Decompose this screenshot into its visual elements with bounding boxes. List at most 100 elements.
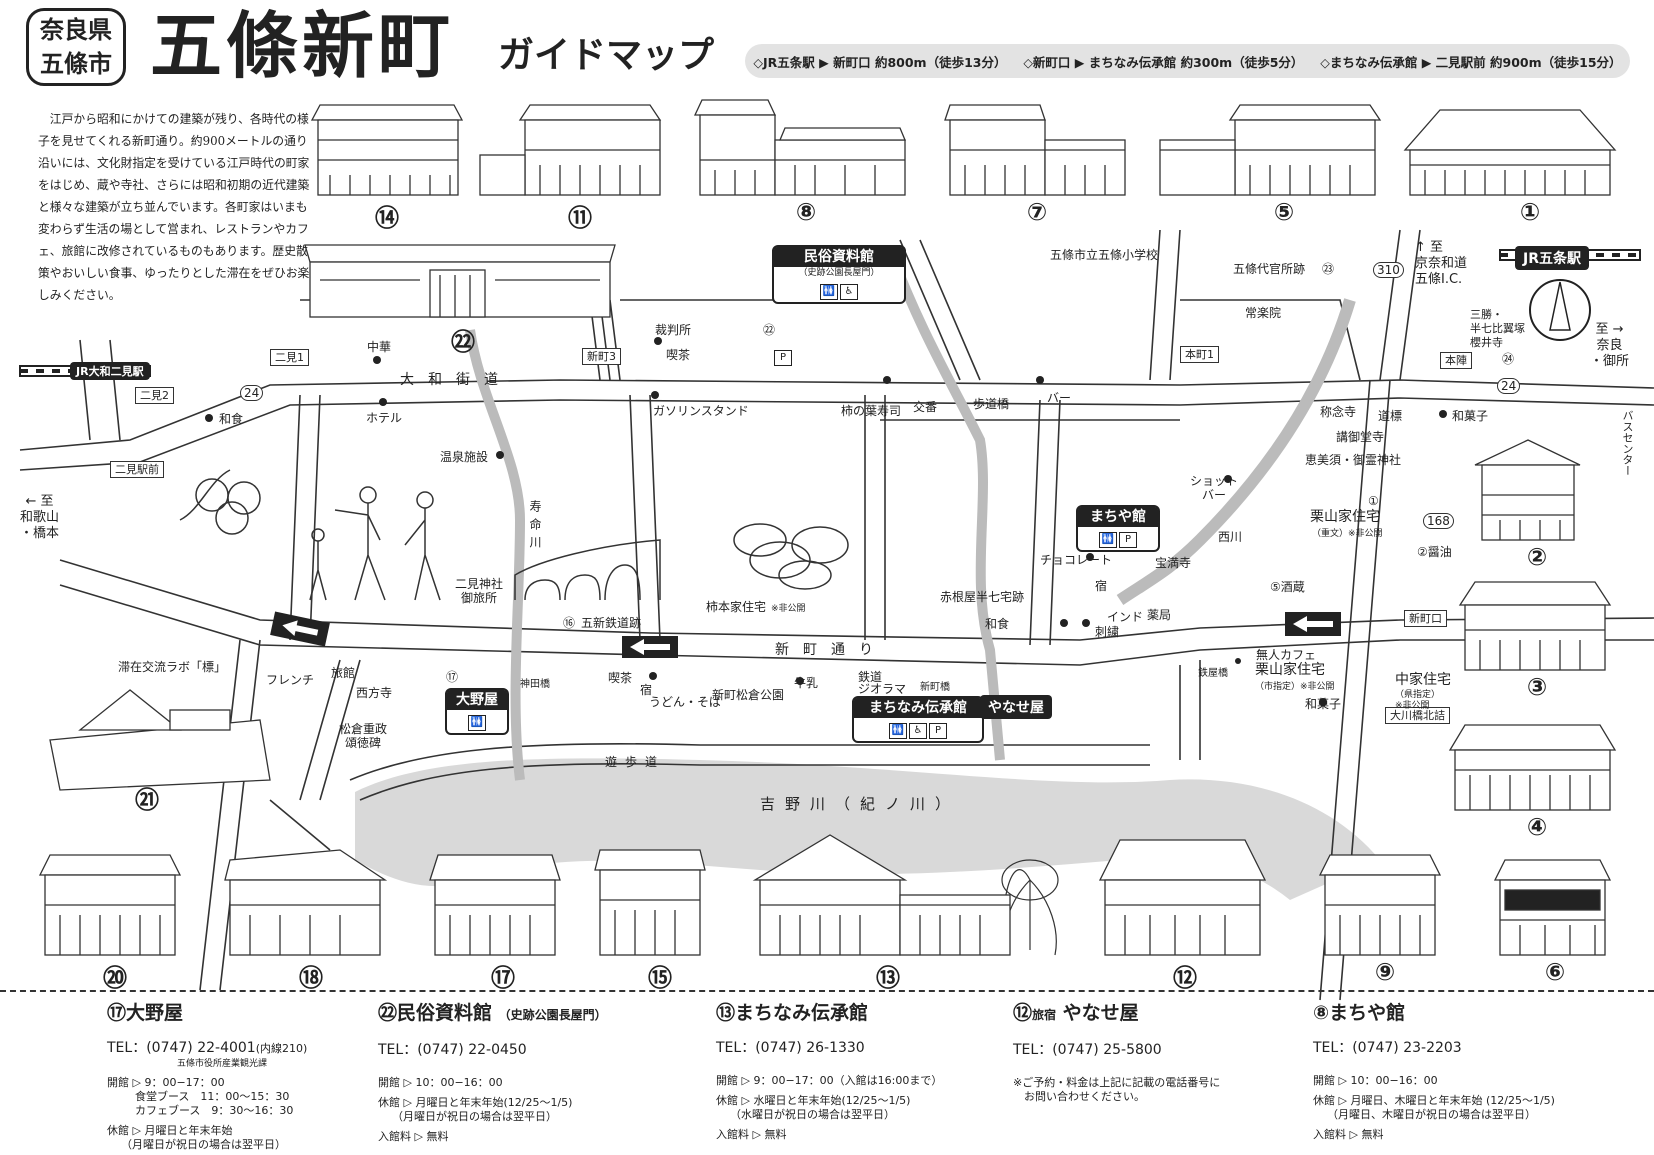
place-daikansho-number: ㉓ — [1322, 262, 1335, 276]
place-shoyu: ②醤油 — [1417, 545, 1452, 559]
intro-text: 江戸から昭和にかけての建築が残り、各時代の様子を見せてくれる新町通り。約900メ… — [38, 112, 310, 302]
footer-line: 休館 ▷ 月曜日と年末年始 — [107, 1124, 233, 1137]
place-shot-bar: ショット バー — [1190, 474, 1239, 502]
route-summary-bar: ◇JR五条駅 ▶ 新町口 約800m（徒歩13分） ◇新町口 ▶ まちなみ伝承館… — [745, 44, 1630, 78]
building-number: ① — [1519, 198, 1541, 226]
building-number: ⑭ — [375, 204, 399, 232]
direction-to-kyonara: ↑ 至 京奈和道 五條I.C. — [1415, 240, 1468, 287]
building-number: ⑳ — [103, 964, 127, 992]
prefecture-city-badge: 奈良県 五條市 — [26, 8, 126, 86]
place-yado: 宿 — [1095, 579, 1108, 593]
river-label-nishi: 西川 — [1218, 530, 1243, 544]
facility-subtitle: （史跡公園長屋門） — [798, 268, 880, 278]
footer-tel[interactable]: TEL：(0747) 25-5800 — [1013, 1042, 1162, 1058]
toilet-icon: 🚻 — [889, 723, 907, 739]
footer-line: 休館 ▷ 月曜日と年末年始(12/25〜1/5) — [378, 1096, 573, 1109]
footer-name: まちや館 — [1329, 1002, 1406, 1024]
place-futami-jinja: 二見神社 御旅所 — [455, 577, 504, 605]
place-kuriyama-house-1-number: ① — [1368, 494, 1379, 508]
place-washoku: 和食 — [219, 412, 244, 426]
facility-yanaseya[interactable]: やなせ屋 — [980, 695, 1052, 719]
place-yakkyoku: 薬局 — [1147, 608, 1172, 622]
place-french: フレンチ — [266, 673, 315, 687]
river-label-jumyo: 寿命川 — [528, 500, 542, 554]
place-ryokan: 旅館 — [331, 666, 356, 680]
place-kuriyama-house-1-note: （重文）※非公開 — [1312, 529, 1383, 539]
place-saihoji: 西方寺 — [356, 686, 393, 700]
walking-people-illustration — [309, 486, 441, 601]
facility-machinami-denshokan[interactable]: まちなみ伝承館 🚻♿P — [852, 696, 984, 743]
road-label-yamato-kaido: 大和街道 — [400, 372, 512, 388]
map-markers — [205, 337, 1447, 706]
station-jr-gojo[interactable]: JR五条駅 — [1515, 246, 1589, 270]
one-way-arrows — [270, 611, 1341, 658]
footer-number: ⑫ — [1013, 1002, 1033, 1024]
facility-title: まちなみ伝承館 — [854, 698, 982, 718]
footer-line: 入館料 ▷ 無料 — [716, 1128, 787, 1141]
building-number: ⑧ — [795, 198, 817, 226]
place-onsen: 温泉施設 — [440, 450, 489, 464]
footer-tel[interactable]: TEL：(0747) 22-4001 — [107, 1040, 256, 1056]
footer-tel[interactable]: TEL：(0747) 26-1330 — [716, 1040, 865, 1056]
parking-icon: P — [929, 723, 947, 739]
footer-name: まちなみ伝承館 — [735, 1002, 869, 1024]
place-railway-diorama: 鉄道 ジオラマ — [858, 670, 907, 696]
footer-line: （水曜日が祝日の場合は翌平日） — [716, 1108, 895, 1121]
building-number: ⑤ — [1273, 198, 1295, 226]
place-kakinoha-sushi: 柿の葉寿司 — [841, 404, 902, 418]
place-kuriyama-house-1: 栗山家住宅 — [1310, 509, 1380, 525]
place-wagashi: 和菓子 — [1452, 409, 1489, 423]
building-number: ㉑ — [135, 786, 159, 814]
station-jr-yamato-futami[interactable]: JR大和二見駅 — [70, 362, 150, 380]
footer-divider — [0, 990, 1654, 992]
signal-label: 新町3 — [582, 348, 621, 365]
footer-tel-note: 五條市役所産業観光課 — [177, 1059, 268, 1069]
place-naka-house: 中家住宅 — [1395, 672, 1451, 688]
building-number: ⑫ — [1173, 964, 1197, 992]
place-sakagura: ⑤酒蔵 — [1270, 580, 1305, 594]
nishi-river — [1116, 298, 1356, 605]
footer-tel[interactable]: TEL：(0747) 22-0450 — [378, 1042, 527, 1058]
signal-label: 二見2 — [135, 387, 174, 404]
building-number: ⑨ — [1374, 958, 1396, 986]
signal-label: 二見駅前 — [110, 461, 164, 478]
facility-title: まちや館 — [1078, 507, 1158, 527]
building-number: ② — [1526, 543, 1548, 571]
facility-minzoku-shiryokan[interactable]: 民俗資料館 （史跡公園長屋門） 🚻♿ — [772, 245, 906, 304]
bus-center-label: バスセンター — [1621, 410, 1634, 476]
footer-subname: 旅宿 — [1032, 1008, 1057, 1022]
footer-line: （月曜日が祝日の場合は翌平日） — [378, 1110, 557, 1123]
footer-name: やなせ屋 — [1062, 1002, 1139, 1024]
parking-icon: P — [773, 349, 793, 366]
signal-label: 大川橋北詰 — [1385, 707, 1450, 724]
yoshino-river — [355, 758, 1380, 900]
place-taizai-labo: 滞在交流ラボ「標」 — [118, 660, 227, 674]
place-sanshoji: 三勝・ 半七比翼塚 櫻井寺 — [1470, 308, 1525, 349]
footer-line: 開館 ▷ 9：00−17：00（入館は16:00まで） — [716, 1074, 943, 1087]
footer-line: ※ご予約・料金は上記に記載の電話番号に — [1013, 1076, 1221, 1089]
footer-line: 入館料 ▷ 無料 — [1313, 1128, 1384, 1141]
facility-machiyakan[interactable]: まちや館 🚻P — [1076, 505, 1160, 552]
place-kuriyama-house-2-note: （市指定）※非公開 — [1255, 682, 1335, 692]
place-school: 五條市立五條小学校 — [1050, 248, 1159, 262]
signal-label: 本陣 — [1440, 352, 1472, 369]
building-number: ⑪ — [568, 204, 592, 232]
place-india: インド — [1107, 610, 1144, 624]
place-tetsuya-bridge: 鉄屋橋 — [1198, 668, 1228, 679]
footer-tel[interactable]: TEL：(0747) 23-2203 — [1313, 1040, 1462, 1056]
place-saibansho: 裁判所 — [655, 323, 692, 337]
road-label-yuhodo: 遊歩道 — [605, 755, 666, 769]
place-akaneya-hanshichi: 赤根屋半七宅跡 — [940, 590, 1025, 604]
signal-label: 二見1 — [270, 349, 309, 366]
footer-line: 開館 ▷ 10：00−16：00 — [378, 1076, 503, 1089]
footer-name: 民俗資料館 — [397, 1002, 493, 1024]
facility-ohnoya[interactable]: 大野屋 🚻 — [445, 688, 509, 735]
footer-number: ㉒ — [378, 1002, 398, 1024]
route-item: ◇JR五条駅 ▶ 新町口 約800m（徒歩13分） — [753, 54, 1007, 70]
building-number: ⑦ — [1026, 198, 1048, 226]
place-matsukura-monument: 松倉重政 頌徳碑 — [339, 722, 388, 750]
signal-label: 新町口 — [1404, 610, 1447, 627]
footer-name: 大野屋 — [126, 1002, 184, 1024]
place-washoku-2: 和食 — [985, 617, 1010, 631]
